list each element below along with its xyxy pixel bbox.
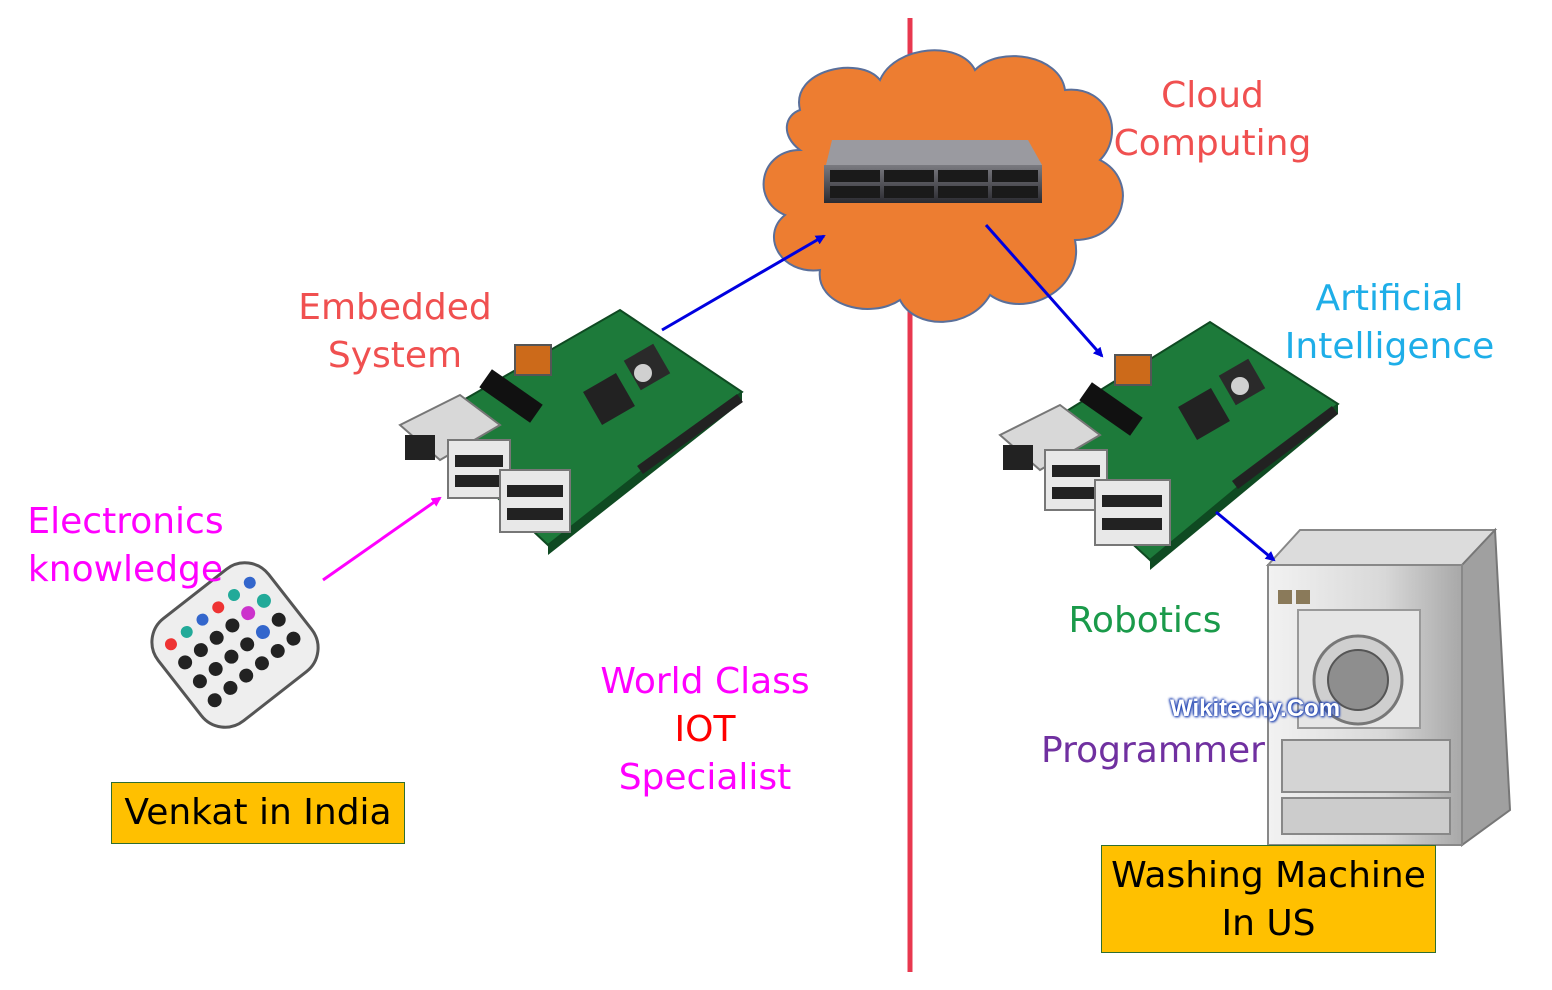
arrow-cloud-to-board bbox=[984, 224, 1104, 358]
ai-label-line2: Intelligence bbox=[1284, 326, 1495, 367]
server-icon bbox=[824, 140, 1042, 203]
world-class-iot-specialist-label: World Class IOT Specialist bbox=[590, 658, 820, 802]
remote-control-icon bbox=[150, 561, 320, 729]
washing-box-line2: In US bbox=[1221, 903, 1316, 944]
cloud-computing-label: Cloud Computing bbox=[1110, 72, 1315, 168]
arrow-board-to-washer bbox=[1215, 510, 1276, 562]
watermark-logo: Wikitechy.Com bbox=[1170, 695, 1341, 722]
embedded-label-line2: System bbox=[327, 335, 463, 376]
embedded-label-line1: Embedded bbox=[298, 287, 492, 328]
venkat-box-text: Venkat in India bbox=[124, 792, 392, 833]
world-label-line3: Specialist bbox=[618, 757, 792, 798]
electronics-label-line1: Electronics bbox=[27, 501, 224, 542]
ai-label-line1: Artificial bbox=[1315, 278, 1464, 319]
washing-box-line1: Washing Machine bbox=[1111, 855, 1426, 896]
robotics-label: Robotics bbox=[1068, 600, 1222, 641]
cloud-label-line2: Computing bbox=[1113, 123, 1312, 164]
electronics-label-line2: knowledge bbox=[27, 549, 224, 590]
programmer-label: Programmer bbox=[1041, 730, 1265, 771]
world-label-line1: World Class bbox=[600, 661, 810, 702]
embedded-board-right-icon bbox=[998, 320, 1340, 570]
venkat-in-india-box: Venkat in India bbox=[111, 782, 405, 844]
world-label-line2: IOT bbox=[674, 709, 736, 750]
embedded-board-left-icon bbox=[398, 308, 744, 555]
cloud-label-line1: Cloud bbox=[1161, 75, 1264, 116]
artificial-intelligence-label: Artificial Intelligence bbox=[1282, 275, 1497, 371]
washing-machine-box: Washing Machine In US bbox=[1101, 845, 1436, 953]
arrow-remote-to-board bbox=[322, 496, 442, 582]
arrow-board-to-cloud bbox=[661, 234, 826, 332]
embedded-system-label: Embedded System bbox=[295, 284, 495, 380]
washing-machine-icon bbox=[1265, 527, 1512, 847]
electronics-knowledge-label: Electronics knowledge bbox=[18, 498, 233, 594]
